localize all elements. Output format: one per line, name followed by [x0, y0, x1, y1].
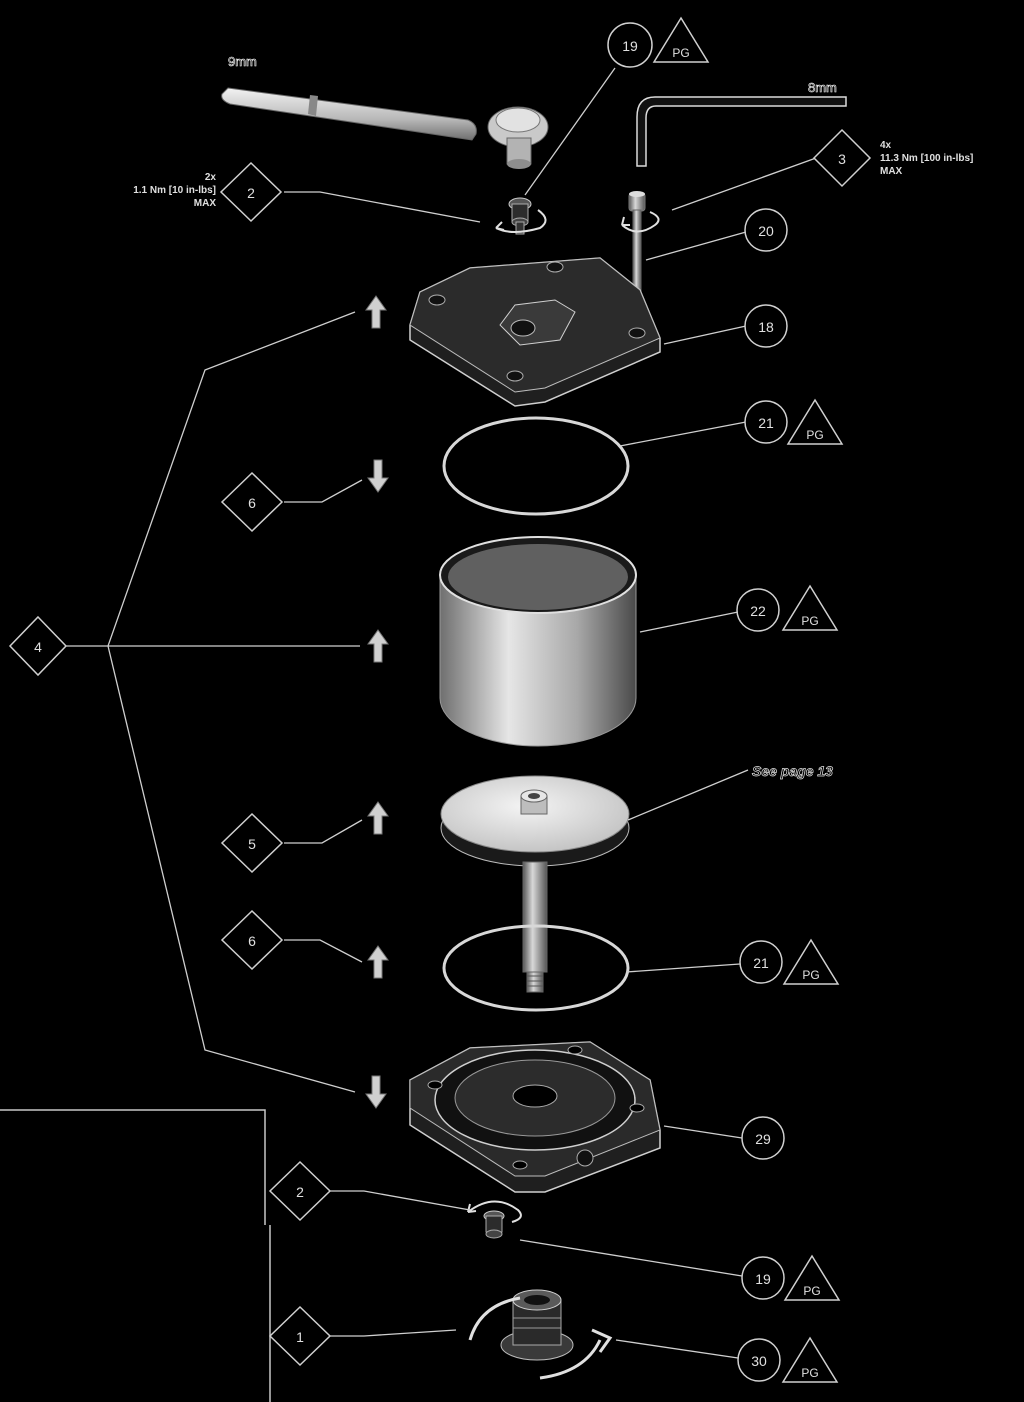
torque-max: MAX	[194, 198, 217, 209]
part-number: 18	[758, 319, 774, 335]
pg-badge-19-bottom: PG	[783, 1254, 841, 1301]
pg-label: PG	[806, 428, 823, 442]
step-number: 6	[248, 933, 256, 949]
step-number: 4	[34, 639, 42, 655]
step-number: 3	[838, 151, 846, 167]
step-diamond-4: 4	[8, 615, 68, 677]
pg-label: PG	[803, 1284, 820, 1298]
hex-key	[636, 96, 847, 167]
diaphragm-piston	[440, 775, 630, 993]
part-number: 30	[751, 1353, 767, 1369]
step-diamond-6-upper: 6	[220, 471, 284, 533]
torque-qty: 2x	[205, 172, 217, 183]
bottom-plate	[409, 1041, 661, 1193]
wrench-size-label: 9mm	[228, 54, 257, 69]
part-number: 20	[758, 223, 774, 239]
part-callout-21-lower: 21	[739, 940, 783, 984]
see-page-note: See page 13	[752, 763, 833, 779]
arrow-down-icon	[365, 1075, 387, 1109]
cylinder-sleeve	[439, 536, 637, 747]
leader-lines	[64, 67, 817, 1359]
part-callout-20: 20	[744, 208, 788, 252]
step-frame-lines	[0, 1109, 271, 1402]
arrow-up-icon	[367, 945, 389, 979]
pg-label: PG	[801, 614, 818, 628]
pg-badge-22: PG	[781, 584, 839, 631]
arrow-up-icon	[367, 629, 389, 663]
torque-spec-top-right: 4x 11.3 Nm [100 in-lbs] MAX	[880, 140, 973, 177]
step-diamond-1: 1	[268, 1305, 332, 1367]
torque-max: MAX	[880, 166, 903, 177]
rotation-arrow-icon	[467, 1200, 522, 1223]
torque-value: 11.3 Nm [100 in-lbs]	[880, 153, 973, 164]
pg-badge-30: PG	[781, 1336, 839, 1383]
part-callout-29: 29	[741, 1116, 785, 1160]
part-callout-19-bottom: 19	[741, 1256, 785, 1300]
step-number: 2	[296, 1184, 304, 1200]
arrow-down-icon	[367, 459, 389, 493]
part-number: 22	[750, 603, 766, 619]
torque-spec-top-left: 2x 1.1 Nm [10 in-lbs] MAX	[133, 172, 216, 209]
step-number: 5	[248, 836, 256, 852]
pg-badge-21-lower: PG	[782, 938, 840, 985]
step-diamond-2-top: 2	[219, 161, 283, 223]
arrow-up-icon	[367, 801, 389, 835]
step-diamond-5: 5	[220, 812, 284, 874]
step-diamond-2-bottom: 2	[268, 1160, 332, 1222]
direction-arrows	[365, 295, 389, 1109]
pg-badge-21-upper: PG	[786, 398, 844, 445]
torque-value: 1.1 Nm [10 in-lbs]	[133, 185, 216, 196]
top-plate	[409, 257, 661, 407]
o-ring-lower	[442, 924, 630, 1012]
pg-label: PG	[802, 968, 819, 982]
part-callout-21-upper: 21	[744, 400, 788, 444]
check-valve-bottom	[483, 1210, 505, 1239]
part-number: 21	[758, 415, 774, 431]
rotation-arrow-icon	[495, 209, 547, 233]
check-valve-top	[508, 197, 532, 235]
pg-badge-19-top: PG	[652, 16, 710, 63]
o-ring-upper	[442, 416, 630, 516]
step-diamond-3: 3	[812, 128, 872, 188]
hex-key-size-label: 8mm	[808, 80, 837, 95]
part-number: 29	[755, 1131, 771, 1147]
part-callout-18: 18	[744, 304, 788, 348]
step-number: 6	[248, 495, 256, 511]
step-number: 2	[247, 185, 255, 201]
part-number: 19	[755, 1271, 771, 1287]
rotation-arrow-icon	[468, 1296, 613, 1380]
part-number: 19	[622, 38, 638, 54]
part-callout-30: 30	[737, 1338, 781, 1382]
step-diamond-6-lower: 6	[220, 909, 284, 971]
pg-label: PG	[672, 46, 689, 60]
port-fitting	[500, 1289, 574, 1361]
step-number: 1	[296, 1329, 304, 1345]
torque-qty: 4x	[880, 140, 892, 151]
part-callout-22: 22	[736, 588, 780, 632]
socket-wrench	[221, 87, 549, 169]
pg-label: PG	[801, 1366, 818, 1380]
part-number: 21	[753, 955, 769, 971]
rotation-arrow-icon	[621, 211, 660, 233]
part-callout-19-top: 19	[607, 22, 653, 68]
arrow-up-icon	[365, 295, 387, 329]
